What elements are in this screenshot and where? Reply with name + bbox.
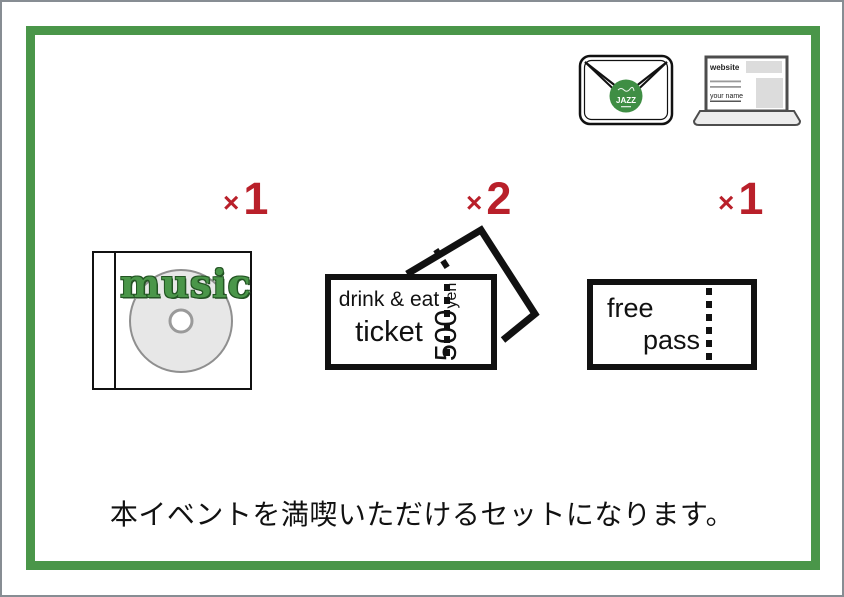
multiply-sign: ×	[718, 187, 735, 218]
ticket-price-unit: yen	[443, 282, 460, 309]
qty-number: 2	[486, 173, 512, 224]
laptop-screen-block	[756, 78, 783, 108]
ticket-dotted-line	[444, 284, 450, 360]
back-ticket-dotted-line	[433, 248, 443, 258]
jazz-sticker	[609, 79, 643, 113]
ticket-line2: ticket	[355, 316, 423, 348]
cd-center-hole	[168, 308, 194, 334]
back-ticket-dotted-line	[440, 259, 450, 269]
laptop-website-label: website	[709, 63, 740, 72]
pass-line2: pass	[643, 325, 701, 355]
music-label: music	[120, 261, 252, 306]
ticket-line1: drink & eat	[338, 288, 440, 311]
qty-label-ticket: ×2	[466, 176, 511, 232]
laptop-icon: website your name	[693, 55, 801, 126]
qty-label-pass: ×1	[718, 176, 763, 232]
cd-disc	[129, 269, 233, 373]
green-frame	[26, 26, 820, 570]
laptop-base	[693, 110, 801, 126]
cd-case-spine	[114, 253, 116, 388]
qty-number: 1	[738, 173, 764, 224]
free-pass: free pass	[587, 279, 757, 370]
laptop-name-label: your name	[710, 93, 743, 100]
qty-number: 1	[243, 173, 269, 224]
qty-label-cd: ×1	[223, 176, 268, 232]
multiply-sign: ×	[466, 187, 483, 218]
jazz-sticker-label: JAZZ	[616, 96, 636, 105]
pass-line1: free	[607, 293, 654, 323]
laptop-screen-block	[746, 61, 782, 73]
envelope-icon: JAZZ	[578, 54, 674, 126]
pass-dotted-line	[706, 288, 712, 361]
back-ticket	[405, 225, 540, 343]
cd-case: music	[92, 251, 252, 390]
caption-text: 本イベントを満喫いただけるセットになります。	[109, 499, 735, 530]
multiply-sign: ×	[223, 187, 240, 218]
ticket-price-value: 500	[428, 309, 463, 362]
